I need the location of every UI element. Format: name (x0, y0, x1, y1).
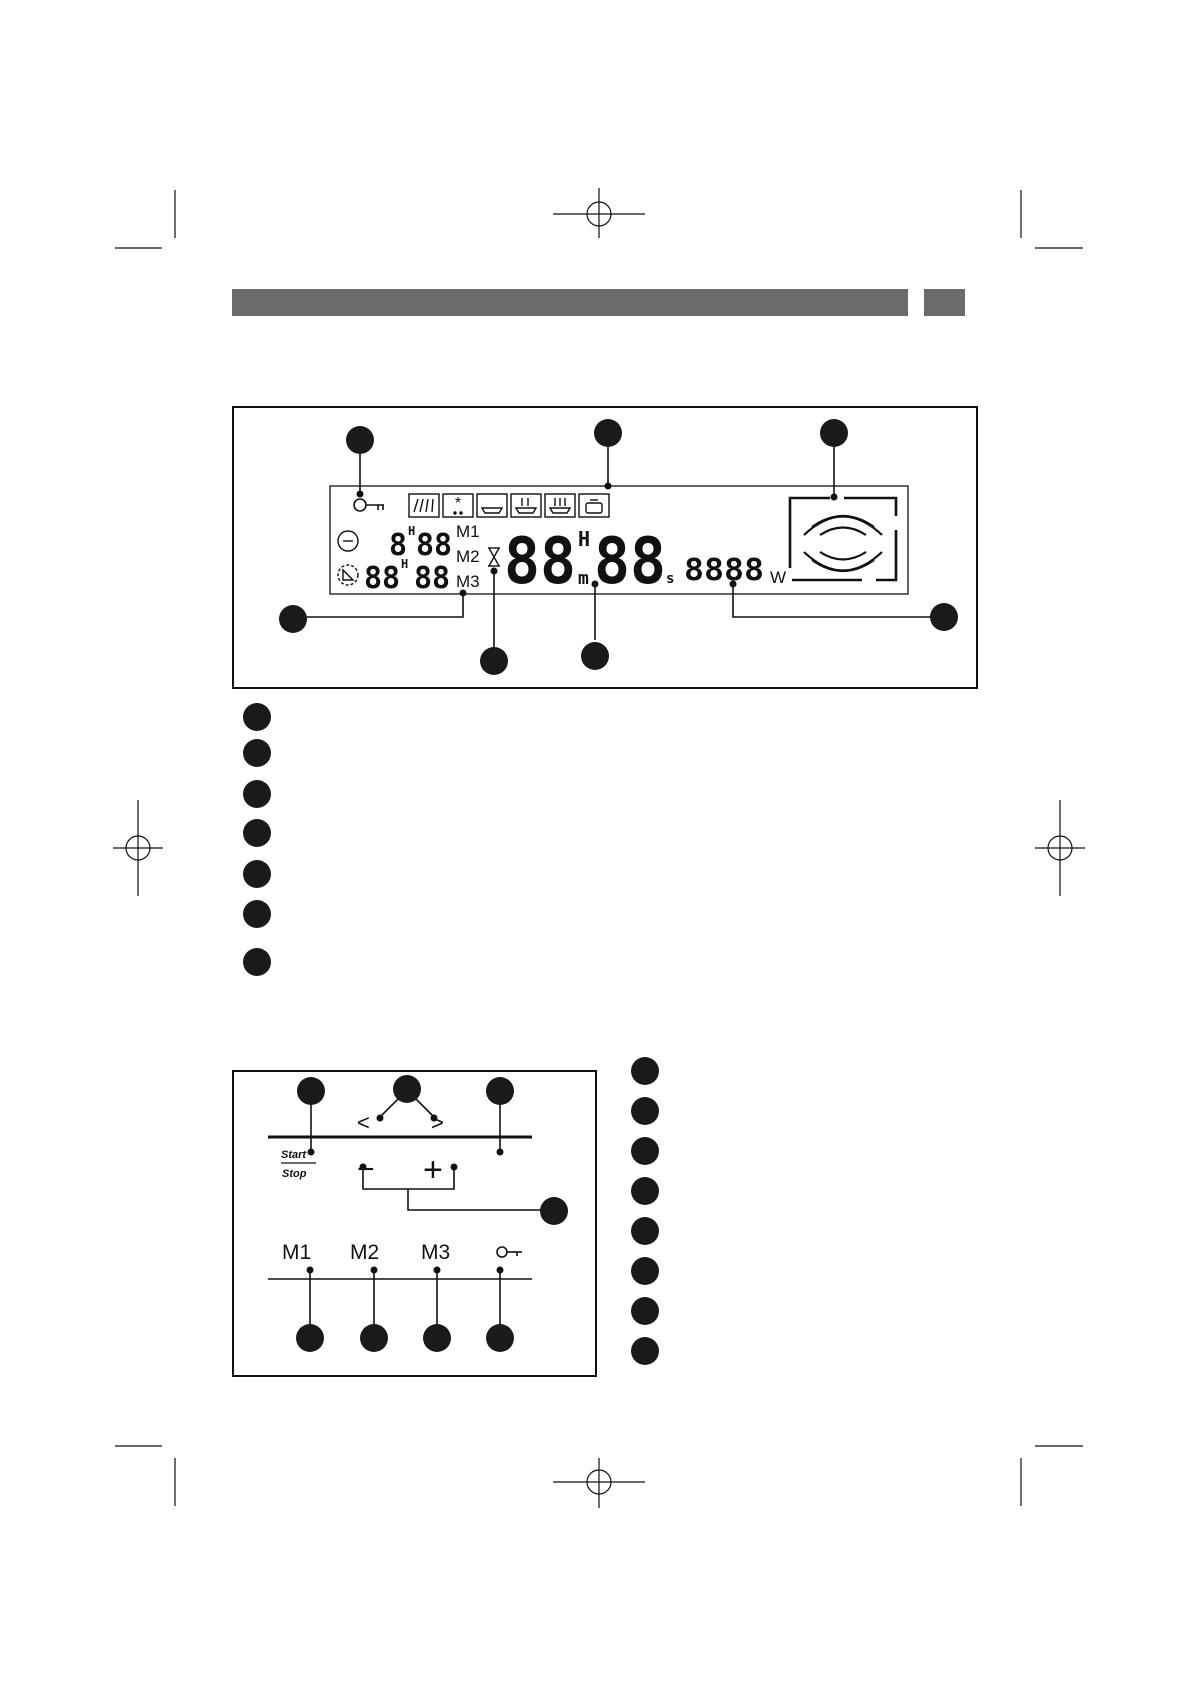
small-clock-1-hours: 8 (389, 528, 407, 563)
callout-marker (930, 603, 958, 631)
callout-marker (540, 1197, 568, 1225)
small-clock-1-h-label: H (408, 524, 415, 538)
memory-1-label: M1 (456, 522, 480, 541)
small-clock-2-h-label: H (401, 557, 408, 571)
power-unit-label: W (770, 568, 786, 587)
callout-marker (279, 605, 307, 633)
key-icon[interactable] (496, 1246, 522, 1258)
display-callout-points (356, 482, 838, 597)
pot-icon (578, 493, 610, 518)
legend-marker (631, 1137, 659, 1165)
defrost-icon (442, 493, 474, 518)
small-clock-1-minutes: 88 (416, 528, 452, 563)
memory-3-key[interactable]: M3 (421, 1241, 450, 1264)
big-clock-s-label: s (666, 571, 674, 587)
big-clock-minutes: 88 (594, 525, 666, 599)
legend-marker (243, 948, 271, 976)
left-arrow-key[interactable]: < (357, 1110, 370, 1135)
legend-marker (243, 819, 271, 847)
stop-key-label[interactable]: Stop (282, 1168, 307, 1180)
registration-mark-left (113, 800, 163, 896)
steam-low-icon (510, 493, 542, 518)
memory-3-label: M3 (456, 572, 480, 591)
legend-marker (243, 739, 271, 767)
memory-2-label: M2 (456, 547, 480, 566)
small-clock-2-hours: 88 (364, 561, 400, 596)
small-clock-2-minutes: 88 (414, 561, 450, 596)
grill-icon (408, 493, 440, 518)
callout-marker (393, 1075, 421, 1103)
legend-marker (243, 703, 271, 731)
callout-marker (346, 426, 374, 454)
legend-marker (631, 1257, 659, 1285)
keypad-diagram-frame (232, 1070, 597, 1377)
right-arrow-key[interactable]: > (431, 1110, 444, 1135)
callout-marker (296, 1324, 324, 1352)
display-legend-markers (243, 703, 271, 976)
lcd-panel (329, 485, 909, 595)
callout-marker (594, 419, 622, 447)
callout-marker (486, 1324, 514, 1352)
legend-marker (243, 900, 271, 928)
callout-marker (297, 1077, 325, 1105)
big-clock-m-label: m (578, 568, 589, 589)
callout-marker (486, 1077, 514, 1105)
header-bar (232, 289, 908, 316)
display-callouts (293, 446, 932, 648)
start-key-label[interactable]: Start (281, 1149, 307, 1161)
big-clock-hours: 88 (504, 525, 576, 599)
svg-text:*: * (455, 495, 461, 512)
legend-marker (631, 1057, 659, 1085)
function-icons-row: * (408, 493, 610, 518)
display-diagram-frame (232, 406, 978, 689)
minus-key[interactable]: − (357, 1153, 375, 1186)
legend-marker (243, 860, 271, 888)
keypad-callout-points (306, 1114, 504, 1274)
legend-marker (243, 780, 271, 808)
header-tab (924, 289, 965, 316)
callout-marker (820, 419, 848, 447)
callout-marker (480, 647, 508, 675)
legend-marker (631, 1097, 659, 1125)
crop-marks (115, 190, 1083, 1506)
legend-marker (631, 1297, 659, 1325)
plus-key[interactable]: + (423, 1151, 443, 1189)
key-icon (353, 498, 384, 512)
dish-icon (476, 493, 508, 518)
memory-1-key[interactable]: M1 (282, 1241, 311, 1264)
steam-high-icon (544, 493, 576, 518)
display-callout-markers (279, 419, 958, 675)
minute-timer-icon (337, 530, 359, 552)
registration-mark-bottom (553, 1458, 645, 1508)
legend-marker (631, 1337, 659, 1365)
microwave-waves-icon (788, 496, 898, 582)
legend-marker (631, 1177, 659, 1205)
big-clock-h-label: H (578, 527, 590, 551)
hourglass-icon (488, 547, 500, 567)
legend-marker (631, 1217, 659, 1245)
callout-marker (581, 642, 609, 670)
memory-2-key[interactable]: M2 (350, 1241, 379, 1264)
keypad-callout-markers (296, 1075, 568, 1352)
registration-mark-top (553, 188, 645, 238)
power-value: 8888 (684, 553, 764, 588)
keypad-legend-markers (631, 1057, 659, 1365)
callout-marker (423, 1324, 451, 1352)
registration-mark-right (1035, 800, 1085, 896)
callout-marker (360, 1324, 388, 1352)
cooking-duration-icon (337, 564, 359, 586)
